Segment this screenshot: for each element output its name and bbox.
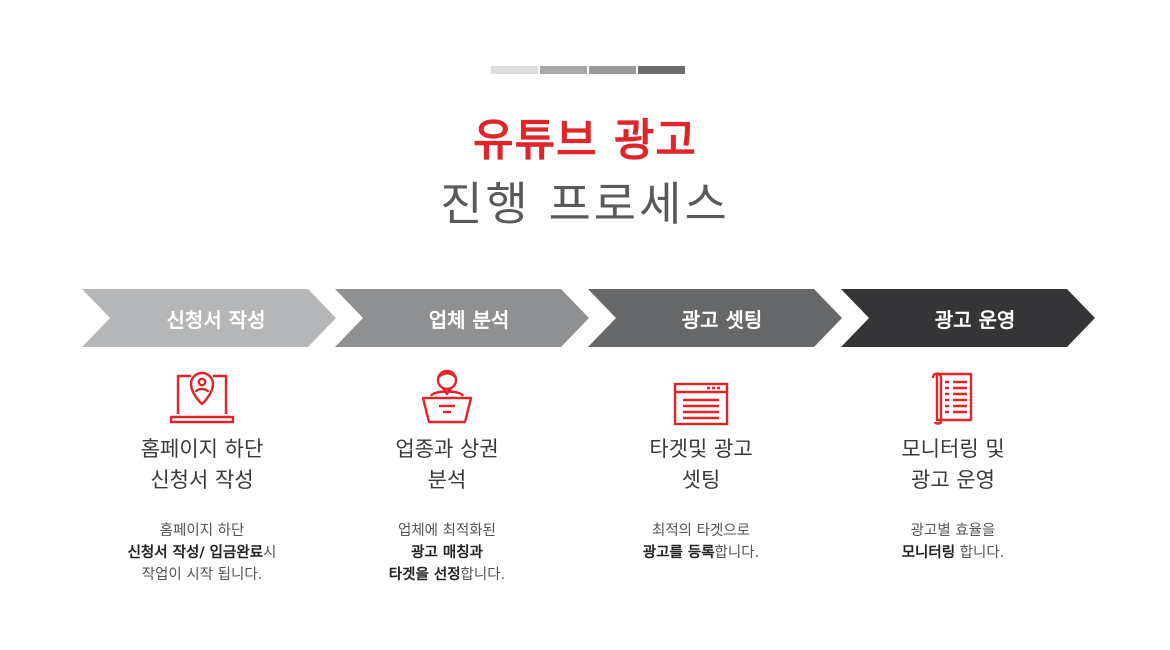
desc-line: 작업이 시작 됩니다. xyxy=(141,567,263,583)
heading-line: 홈페이지 하단 xyxy=(140,437,264,461)
process-steps: 신청서 작성 업체 분석 광고 셋팅 광고 운영 xyxy=(82,289,1096,347)
step-label: 광고 운영 xyxy=(934,307,1016,332)
column-application: 홈페이지 하단 신청서 작성 홈페이지 하단 신청서 작성/ 입금완료시 작업이… xyxy=(72,366,332,586)
step-label: 업체 분석 xyxy=(428,307,510,332)
column-description: 홈페이지 하단 신청서 작성/ 입금완료시 작업이 시작 됩니다. xyxy=(72,520,332,586)
column-heading: 업종과 상권 분석 xyxy=(317,434,577,496)
column-description: 광고별 효율을 모니터링 합니다. xyxy=(823,520,1083,564)
page-subtitle: 진행 프로세스 xyxy=(440,177,730,231)
browser-window-icon xyxy=(571,366,831,426)
desc-line: 광고별 효율을 xyxy=(910,523,996,539)
page-title: 유튜브 광고 xyxy=(473,115,697,166)
step-label: 신청서 작성 xyxy=(166,307,266,332)
bar-segment-1 xyxy=(491,66,538,74)
heading-line: 셋팅 xyxy=(681,468,721,492)
desc-line: 홈페이지 하단 xyxy=(159,523,245,539)
consultant-icon xyxy=(317,366,577,426)
column-analysis: 업종과 상권 분석 업체에 최적화된 광고 매칭과 타겟을 선정합니다. xyxy=(317,366,577,586)
bar-segment-2 xyxy=(540,66,587,74)
desc-line: 모니터링 합니다. xyxy=(901,545,1005,561)
desc-line: 최적의 타겟으로 xyxy=(652,523,750,539)
desc-line: 광고 매칭과 xyxy=(411,545,483,561)
desc-line: 업체에 최적화된 xyxy=(398,523,496,539)
column-heading: 타겟및 광고 셋팅 xyxy=(571,434,831,496)
document-list-icon xyxy=(823,366,1083,426)
laptop-user-icon xyxy=(72,366,332,426)
heading-line: 모니터링 및 xyxy=(901,437,1005,461)
column-description: 최적의 타겟으로 광고를 등록합니다. xyxy=(571,520,831,564)
column-setting: 타겟및 광고 셋팅 최적의 타겟으로 광고를 등록합니다. xyxy=(571,366,831,564)
step-setting: 광고 셋팅 xyxy=(588,289,842,347)
desc-line: 신청서 작성/ 입금완료시 xyxy=(127,545,277,561)
heading-line: 광고 운영 xyxy=(911,468,995,492)
step-analysis: 업체 분석 xyxy=(335,289,589,347)
decorative-segment-bar xyxy=(491,66,685,74)
bar-segment-4 xyxy=(638,66,685,74)
desc-line: 타겟을 선정합니다. xyxy=(388,567,506,583)
step-operation: 광고 운영 xyxy=(841,289,1095,347)
step-label: 광고 셋팅 xyxy=(681,307,763,332)
column-operation: 모니터링 및 광고 운영 광고별 효율을 모니터링 합니다. xyxy=(823,366,1083,564)
column-heading: 홈페이지 하단 신청서 작성 xyxy=(72,434,332,496)
heading-line: 업종과 상권 xyxy=(395,437,499,461)
desc-line: 광고를 등록합니다. xyxy=(642,545,760,561)
column-description: 업체에 최적화된 광고 매칭과 타겟을 선정합니다. xyxy=(317,520,577,586)
column-heading: 모니터링 및 광고 운영 xyxy=(823,434,1083,496)
heading-line: 분석 xyxy=(427,468,467,492)
bar-segment-3 xyxy=(589,66,636,74)
step-application: 신청서 작성 xyxy=(82,289,336,347)
heading-line: 타겟및 광고 xyxy=(649,437,753,461)
heading-line: 신청서 작성 xyxy=(150,468,254,492)
